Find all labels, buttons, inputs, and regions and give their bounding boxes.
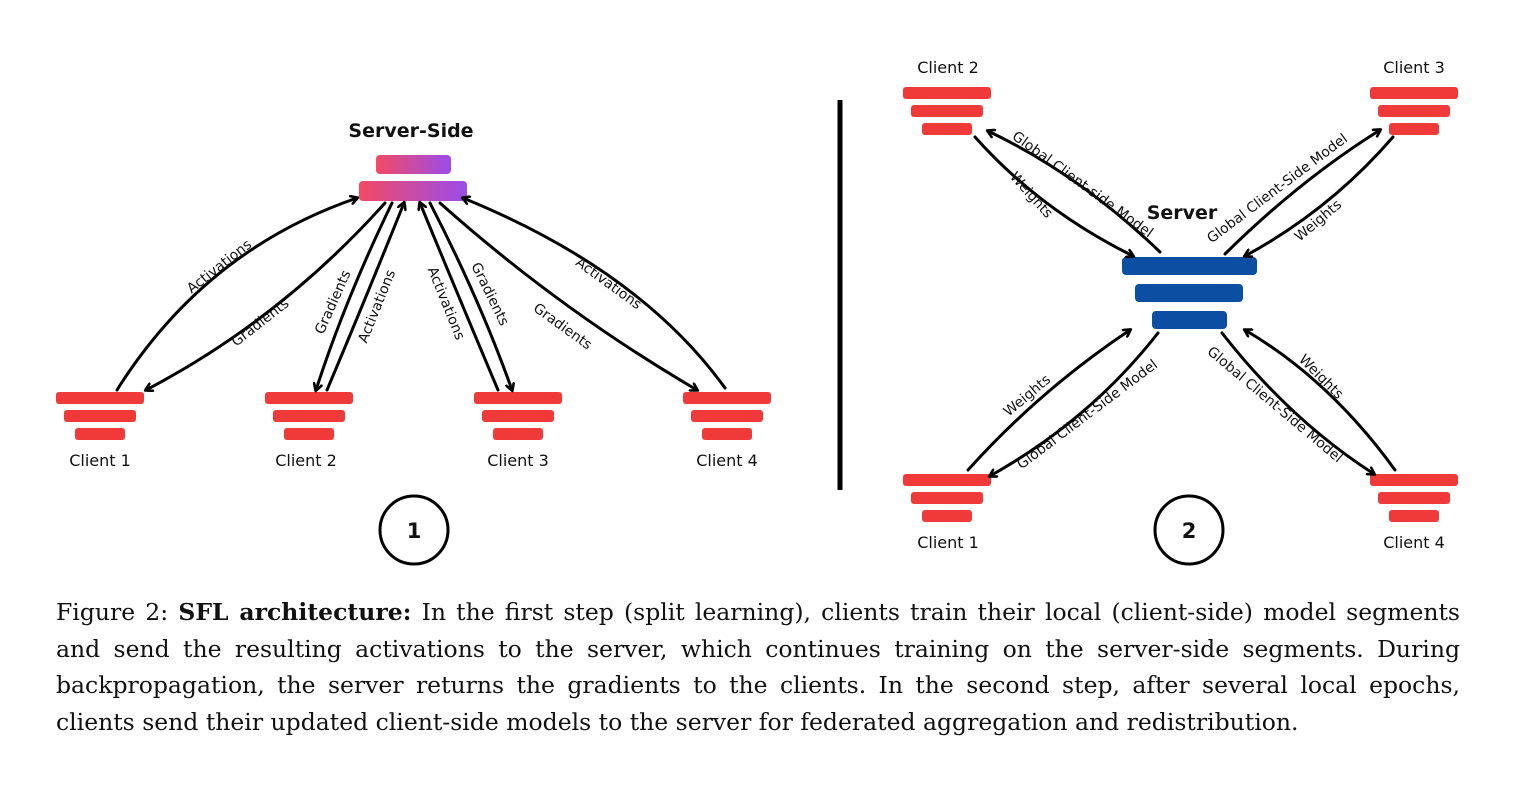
p2-client-1-label: Client 1 <box>917 533 979 552</box>
p2-client-4-label: Client 4 <box>1383 533 1445 552</box>
p2-client-2-label: Client 2 <box>917 58 979 77</box>
client-2-stack <box>265 392 353 440</box>
edge-label-c1-activations: Activations <box>184 237 255 297</box>
arrow-p2-c2-weights <box>973 135 1133 256</box>
edge-label-c1-gradients: Gradients <box>229 296 293 351</box>
sfl-diagram: Server-Side Client 1 Client 2 Cli <box>56 58 1458 566</box>
client-1-label: Client 1 <box>69 451 131 470</box>
step-1-badge <box>378 494 450 566</box>
step-1-number: 1 <box>407 519 422 543</box>
arrow-c2-activations <box>325 203 404 392</box>
client-3-stack <box>474 392 562 440</box>
arrow-c4-gradients <box>438 201 697 390</box>
edge-label-p2-c1-weights: Weights <box>1001 372 1054 420</box>
client-4-stack <box>683 392 771 440</box>
arrow-c4-activations <box>463 198 727 390</box>
edge-label-c4-gradients: Gradients <box>530 300 595 353</box>
edge-label-p2-c4-weights: Weights <box>1295 352 1346 403</box>
arrow-c3-activations <box>420 203 500 392</box>
edge-label-p2-c3-model: Global Client-Side Model <box>1204 131 1351 247</box>
arrow-p2-c4-weights <box>1245 330 1397 472</box>
arrow-c1-activations <box>115 198 357 392</box>
p2-client-3-label: Client 3 <box>1383 58 1445 77</box>
client-1-stack <box>56 392 144 440</box>
arrow-p2-c3-model <box>1223 130 1380 256</box>
server-side-label: Server-Side <box>348 120 473 142</box>
p2-client-4-stack <box>1370 474 1458 522</box>
edge-label-p2-c1-model: Global Client-Side Model <box>1014 357 1161 473</box>
arrow-p2-c3-weights <box>1245 135 1395 256</box>
p2-client-2-stack <box>903 87 991 135</box>
panel-2: Server Client 2 Client 3 C <box>903 58 1458 566</box>
p2-client-3-stack <box>1370 87 1458 135</box>
caption-title: SFL architecture: <box>178 598 412 626</box>
edge-label-p2-c2-weights: Weights <box>1006 169 1055 221</box>
arrow-c1-gradients <box>146 201 387 390</box>
server-stack <box>1122 257 1257 329</box>
server-label: Server <box>1147 202 1218 224</box>
edge-label-c4-activations: Activations <box>572 255 644 313</box>
edge-label-p2-c4-model: Global Client-Side Model <box>1204 344 1346 466</box>
client-2-label: Client 2 <box>275 451 337 470</box>
arrow-p2-c1-weights <box>966 330 1130 472</box>
figure-caption: Figure 2: SFL architecture: In the first… <box>56 594 1460 740</box>
client-4-label: Client 4 <box>696 451 758 470</box>
arrow-p2-c4-model <box>1220 331 1374 474</box>
figure-label: Figure 2: <box>56 598 169 626</box>
server-side-stack <box>359 155 467 201</box>
client-3-label: Client 3 <box>487 451 549 470</box>
arrow-c3-gradients <box>428 201 512 390</box>
panel-1: Server-Side Client 1 Client 2 Cli <box>56 120 771 566</box>
caption-text: In the first step (split learning), clie… <box>56 598 1460 736</box>
arrow-p2-c1-model <box>990 331 1160 476</box>
arrow-p2-c2-model <box>988 131 1162 254</box>
step-2-number: 2 <box>1182 519 1197 543</box>
step-2-badge <box>1153 494 1225 566</box>
p2-client-1-stack <box>903 474 991 522</box>
arrow-c2-gradients <box>316 201 394 390</box>
